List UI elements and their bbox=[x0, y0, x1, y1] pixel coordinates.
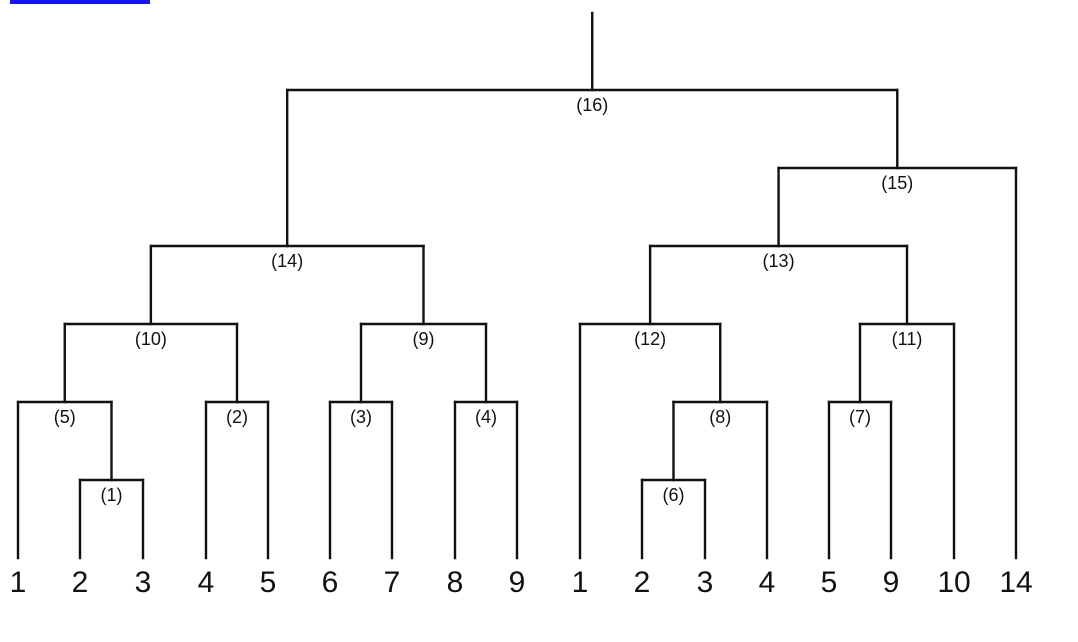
merge-label-n1: (1) bbox=[101, 485, 123, 505]
leaf-label-R2: 2 bbox=[634, 566, 651, 599]
merge-label-n14: (14) bbox=[271, 251, 303, 271]
leaf-label-L2: 2 bbox=[72, 566, 89, 599]
merge-label-n11: (11) bbox=[892, 329, 923, 349]
merge-label-n4: (4) bbox=[475, 407, 497, 427]
leaf-label-L7: 7 bbox=[384, 566, 401, 599]
leaf-label-R9: 9 bbox=[883, 566, 900, 599]
leaf-label-L5: 5 bbox=[260, 566, 277, 599]
leaf-label-L1: 1 bbox=[10, 566, 27, 599]
leaf-label-L9: 9 bbox=[509, 566, 526, 599]
dendrogram-edges bbox=[16, 11, 1018, 560]
merge-label-n9: (9) bbox=[413, 329, 435, 349]
merge-label-n13: (13) bbox=[763, 251, 795, 271]
leaf-label-R4: 4 bbox=[759, 566, 776, 599]
leaf-label-L3: 3 bbox=[135, 566, 152, 599]
merge-label-n10: (10) bbox=[135, 329, 167, 349]
merge-label-n8: (8) bbox=[709, 407, 731, 427]
leaf-label-L8: 8 bbox=[447, 566, 464, 599]
merge-label-n15: (15) bbox=[881, 173, 913, 193]
leaf-label-R14: 14 bbox=[999, 566, 1032, 599]
leaf-label-L4: 4 bbox=[198, 566, 215, 599]
leaf-labels: 1 2 3 4 5 6 7 8 9 1 2 3 4 5 9 10 14 bbox=[10, 566, 1033, 599]
merge-label-n6: (6) bbox=[663, 485, 685, 505]
leaf-label-R5: 5 bbox=[821, 566, 838, 599]
merge-label-n3: (3) bbox=[350, 407, 372, 427]
merge-label-n16: (16) bbox=[576, 95, 608, 115]
leaf-label-L6: 6 bbox=[322, 566, 339, 599]
merge-label-n7: (7) bbox=[849, 407, 871, 427]
leaf-label-R3: 3 bbox=[697, 566, 714, 599]
leaf-label-R10: 10 bbox=[937, 566, 970, 599]
merge-label-n2: (2) bbox=[226, 407, 248, 427]
top-link-underline[interactable] bbox=[10, 0, 150, 4]
merge-label-n5: (5) bbox=[54, 407, 76, 427]
merge-labels: (1) (2) (3) (4) (5) (6) (7) (8) (9) (10) (11) (12) (… bbox=[54, 95, 923, 505]
merge-label-n12: (12) bbox=[634, 329, 666, 349]
leaf-label-R1: 1 bbox=[572, 566, 589, 599]
